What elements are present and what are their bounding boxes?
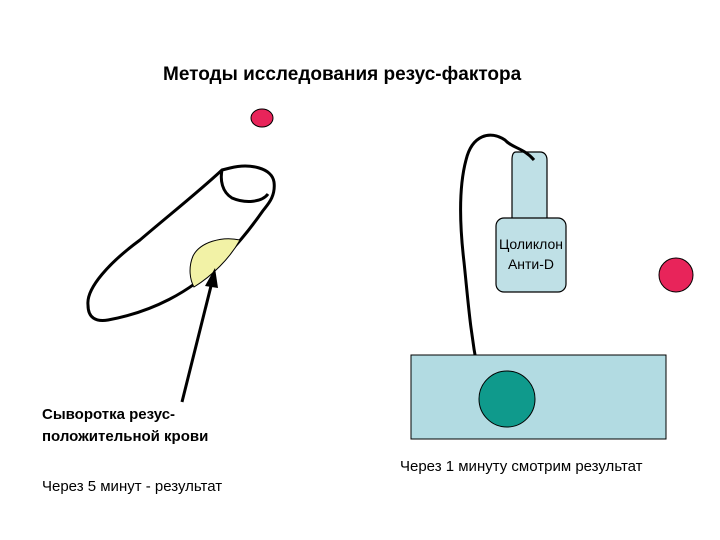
serum-label-line1: Сыворотка резус-	[42, 406, 176, 423]
arrow-shaft	[180, 281, 214, 403]
arrow-head	[205, 268, 218, 288]
bottle-neck	[511, 151, 548, 221]
mixed-drop	[478, 370, 536, 428]
bottle-label-line2: Анти-D	[507, 256, 555, 272]
bottle-label: Цоликлон Анти-D	[494, 234, 568, 274]
bottle-body	[495, 217, 567, 293]
result-after-5-min: Через 5 минут - результат	[42, 478, 223, 495]
plate	[410, 354, 667, 440]
serum-drop	[189, 238, 241, 288]
page-title: Методы исследования резус-фактора	[163, 64, 522, 85]
result-after-1-min: Через 1 минуту смотрим результат	[400, 458, 643, 475]
serum-label-line2: положительной крови	[42, 428, 209, 445]
blood-drop-right	[658, 257, 694, 293]
blood-drop-top	[250, 108, 274, 128]
serum-label: Сыворотка резус- положительной крови	[42, 404, 208, 448]
bottle-label-line1: Цоликлон	[499, 236, 563, 252]
dropper-line	[459, 133, 536, 373]
finger-outline	[86, 164, 276, 322]
